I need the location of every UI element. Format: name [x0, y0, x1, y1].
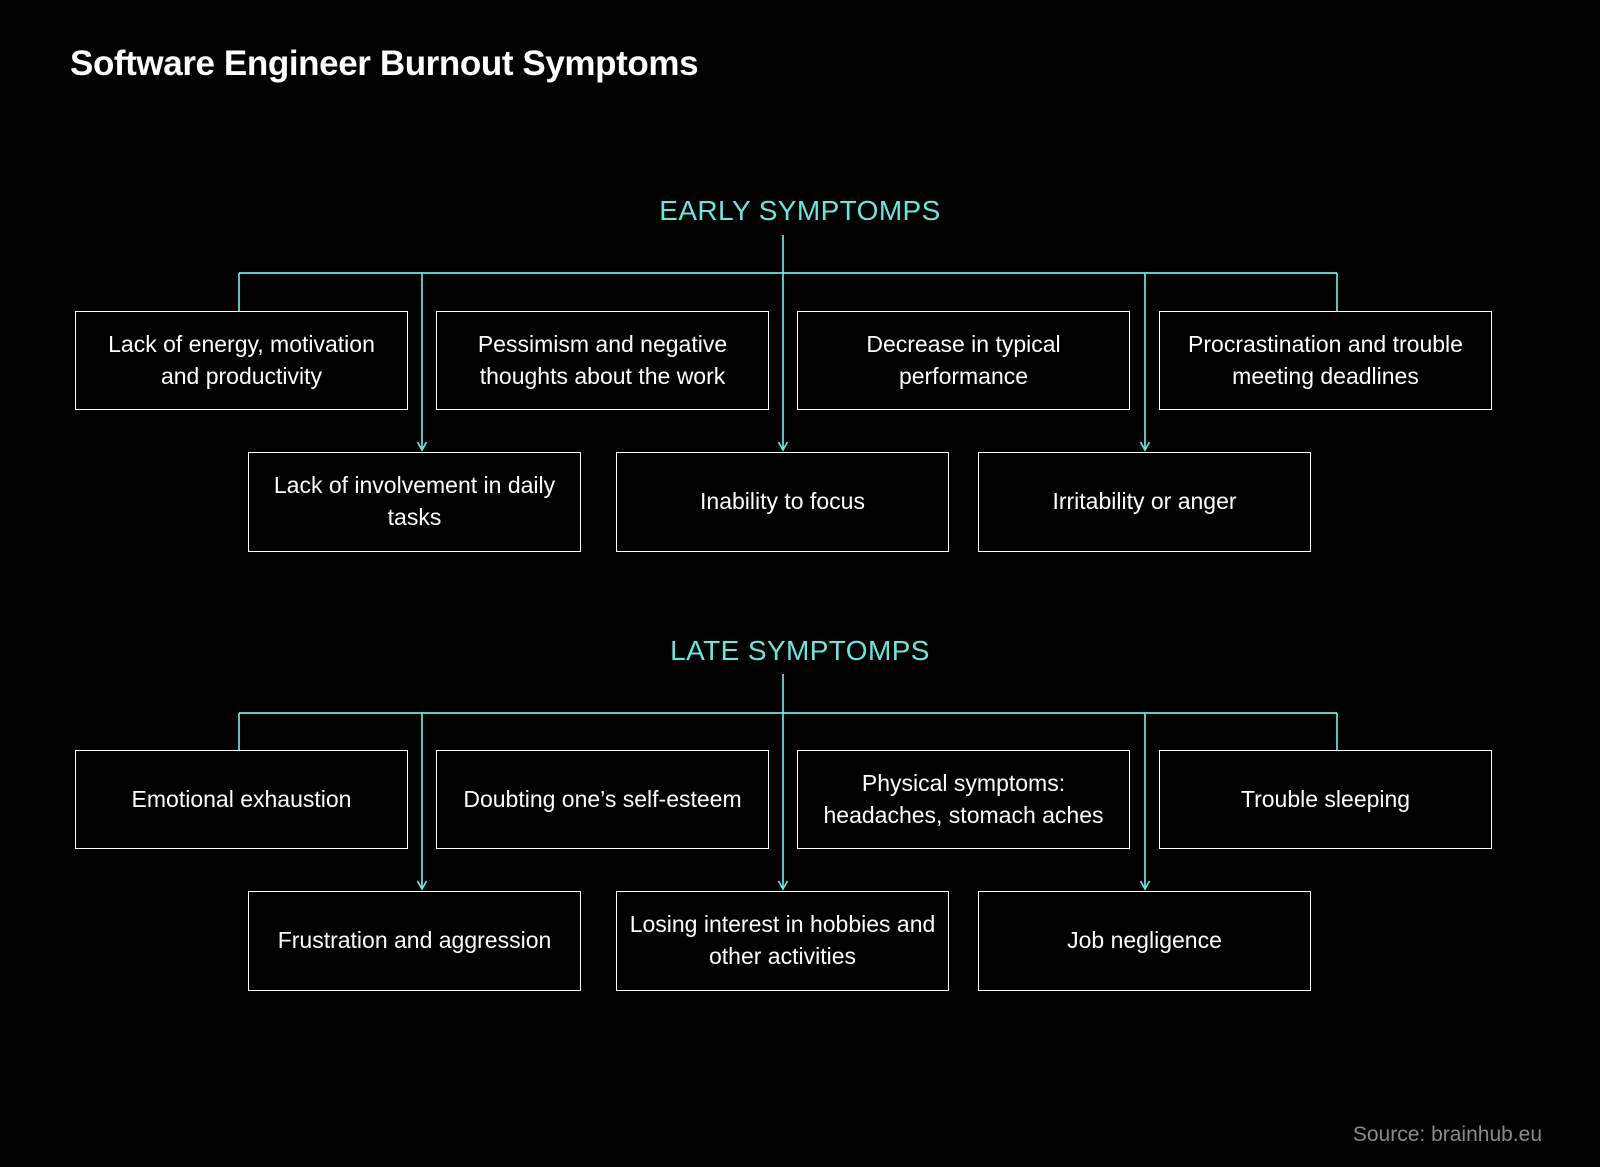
node-label: Losing interest in hobbies and other act… [629, 911, 936, 969]
node-late-row2-2[interactable]: Losing interest in hobbies and other act… [616, 891, 949, 991]
page-title: Software Engineer Burnout Symptoms [70, 44, 699, 83]
node-label: Decrease in typical performance [866, 330, 1061, 389]
node-label: Lack of involvement in daily tasks [273, 472, 556, 530]
node-label: Irritability or anger [1052, 488, 1237, 515]
node-early-row2-2[interactable]: Inability to focus [616, 452, 949, 552]
node-late-row1-2[interactable]: Doubting one’s self-esteem [436, 750, 769, 849]
node-late-row2-1[interactable]: Frustration and aggression [248, 891, 581, 991]
node-early-row1-3[interactable]: Decrease in typical performance [797, 311, 1130, 410]
node-label: Emotional exhaustion [131, 785, 352, 812]
node-label: Physical symptoms: headaches, stomach ac… [823, 769, 1104, 828]
node-late-row1-3[interactable]: Physical symptoms: headaches, stomach ac… [797, 750, 1130, 849]
node-early-row1-4[interactable]: Procrastination and trouble meeting dead… [1159, 311, 1492, 410]
node-early-row1-1[interactable]: Lack of energy, motivation and productiv… [75, 311, 408, 410]
node-label: Doubting one’s self-esteem [463, 785, 742, 812]
node-early-row1-2[interactable]: Pessimism and negative thoughts about th… [436, 311, 769, 410]
node-label: Inability to focus [700, 488, 865, 515]
node-label: Procrastination and trouble meeting dead… [1188, 330, 1463, 389]
node-late-row2-3[interactable]: Job negligence [978, 891, 1311, 991]
section-label-late: LATE SYMPTOMPS [670, 635, 930, 666]
node-late-row1-4[interactable]: Trouble sleeping [1159, 750, 1492, 849]
source-attribution: Source: brainhub.eu [1352, 1123, 1542, 1146]
node-early-row2-3[interactable]: Irritability or anger [978, 452, 1311, 552]
node-label: Frustration and aggression [277, 927, 552, 954]
node-label: Job negligence [1067, 927, 1222, 954]
section-label-early: EARLY SYMPTOMPS [659, 195, 941, 226]
node-early-row2-1[interactable]: Lack of involvement in daily tasks [248, 452, 581, 552]
node-label: Lack of energy, motivation and productiv… [108, 330, 375, 389]
node-late-row1-1[interactable]: Emotional exhaustion [75, 750, 408, 849]
node-label: Trouble sleeping [1240, 785, 1411, 812]
node-label: Pessimism and negative thoughts about th… [477, 330, 728, 389]
